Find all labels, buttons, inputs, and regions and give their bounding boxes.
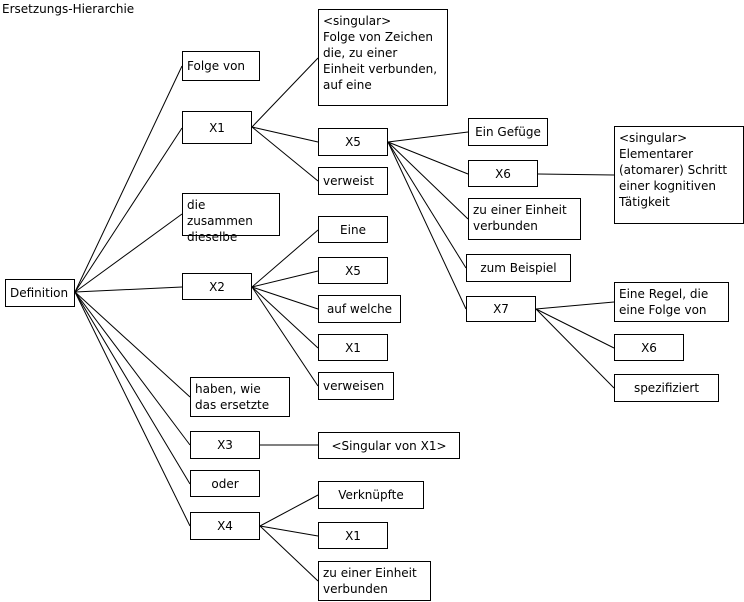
node-singular-von-x1: <Singular von X1> [318, 432, 460, 459]
connector-line [74, 213, 183, 293]
connector-line [74, 291, 191, 398]
connector-line [259, 525, 319, 582]
connector-line [387, 141, 469, 175]
connector-line [537, 173, 615, 176]
connector-line [74, 291, 191, 485]
connector-line [74, 291, 191, 527]
connector-line [535, 301, 615, 310]
connector-line [251, 286, 319, 349]
diagram-title: Ersetzungs-Hierarchie [2, 2, 135, 16]
node-x4: X4 [190, 512, 260, 540]
node-x1-singular: <singular> Folge von Zeichen die, zu ein… [318, 9, 448, 106]
connector-line [251, 286, 319, 310]
connector-line [387, 141, 467, 269]
node-haben-wie: haben, wie das ersetzte [190, 377, 290, 417]
node-x2: X2 [182, 273, 252, 300]
connector-line [74, 291, 191, 446]
connector-line [74, 127, 183, 293]
connector-line [251, 57, 319, 128]
node-zum-beispiel: zum Beispiel [466, 254, 571, 282]
node-x2-x5: X5 [318, 257, 388, 284]
connector-line [74, 286, 183, 293]
node-spezifiziert: spezifiziert [614, 374, 719, 402]
node-eine: Eine [318, 216, 388, 243]
connector-line [251, 270, 319, 288]
node-auf-welche: auf welche [318, 295, 401, 323]
connector-line [251, 126, 319, 143]
node-definition: Definition [5, 279, 75, 307]
node-x2-x1: X1 [318, 334, 388, 361]
node-x6: X6 [468, 160, 538, 187]
node-verweisen: verweisen [318, 372, 394, 400]
node-verweist: verweist [318, 167, 388, 195]
node-eine-regel: Eine Regel, die eine Folge von [614, 282, 729, 322]
connector-line [535, 308, 615, 389]
connector-line [387, 141, 467, 310]
node-x4-x1: X1 [318, 522, 388, 549]
connector-line [251, 286, 319, 387]
connector-line [259, 494, 319, 527]
connector-line [387, 141, 469, 220]
connector-line [387, 131, 469, 143]
connector-line [251, 126, 319, 182]
node-x3: X3 [190, 431, 260, 459]
connector-line [251, 229, 319, 288]
node-folge-von: Folge von [182, 51, 260, 81]
node-x6-singular: <singular> Elementarer (atomarer) Schrit… [614, 126, 744, 224]
node-x1: X1 [182, 111, 252, 144]
node-x5: X5 [318, 128, 388, 156]
connector-line [74, 65, 183, 293]
node-x7-x6: X6 [614, 334, 684, 361]
node-oder: oder [190, 470, 260, 497]
node-x4-zu-einer-einheit: zu einer Einheit verbunden [318, 561, 431, 601]
node-verknuepfte: Verknüpfte [318, 481, 424, 509]
connector-line [259, 525, 319, 537]
connector-line [535, 308, 615, 349]
node-ein-gefuege: Ein Gefüge [468, 118, 548, 146]
node-zu-einer-einheit-verbunden: zu einer Einheit verbunden [468, 198, 581, 240]
node-die-zusammen: die zusammen dieselbe [182, 193, 280, 244]
node-x7: X7 [466, 296, 536, 322]
